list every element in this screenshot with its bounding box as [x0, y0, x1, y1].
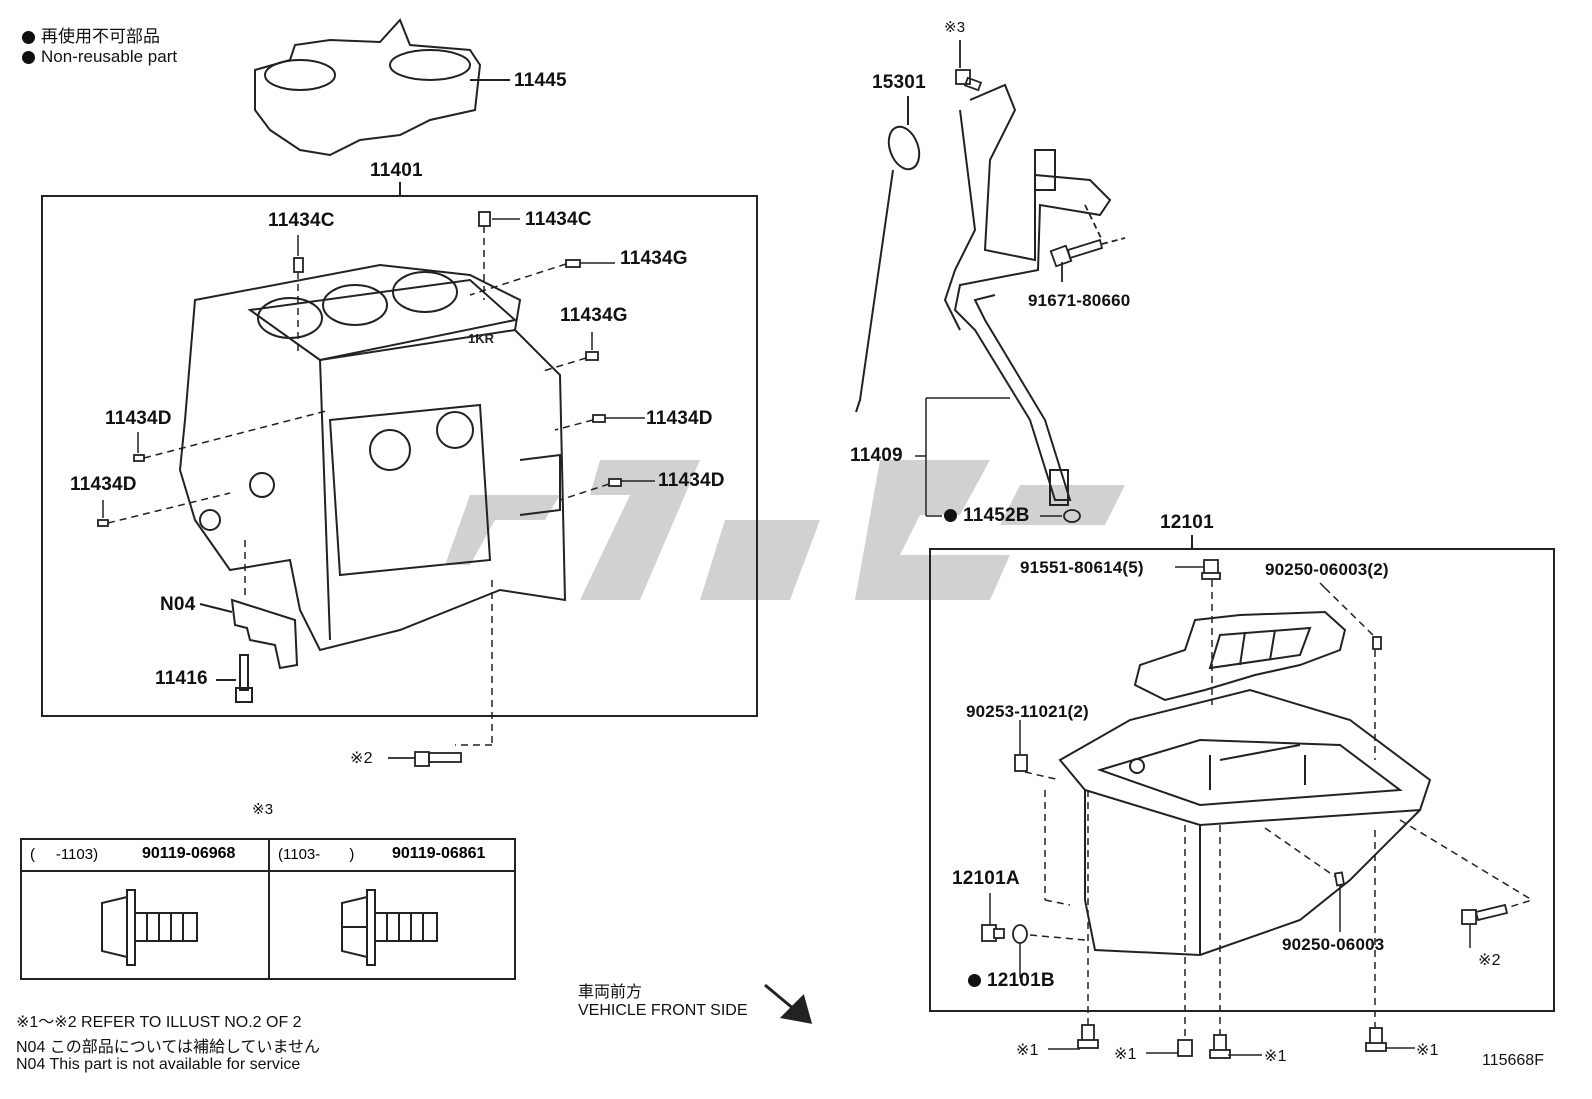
- o-ring-11452b: [1063, 509, 1081, 523]
- label-90250-06003-2[interactable]: 90250-06003(2): [1265, 560, 1389, 579]
- label-11445[interactable]: 11445: [514, 70, 567, 91]
- direction-en: VEHICLE FRONT SIDE: [578, 1002, 748, 1019]
- label-11434d-right-top[interactable]: 11434D: [646, 408, 713, 429]
- legend-jp: 再使用不可部品: [22, 22, 160, 47]
- table-right-range: (1103- ): [278, 846, 355, 863]
- non-reusable-dot-icon: [968, 974, 981, 988]
- label-12101a[interactable]: 12101A: [952, 868, 1020, 889]
- label-11452b[interactable]: 11452B: [944, 505, 1030, 527]
- table-left-part[interactable]: 90119-06968: [142, 845, 236, 862]
- hex-bolt-icon: [341, 889, 438, 966]
- label-90253-11021[interactable]: 90253-11021(2): [966, 702, 1089, 721]
- label-11434d-right-bottom[interactable]: 11434D: [658, 470, 725, 491]
- guide-lines-block: [107, 226, 610, 746]
- ref-2-block[interactable]: ※2: [350, 750, 373, 767]
- ref-2-pan[interactable]: ※2: [1478, 952, 1501, 969]
- oil-pan-frame: [929, 548, 1555, 1012]
- label-90250-06003[interactable]: 90250-06003: [1282, 935, 1385, 954]
- label-n04[interactable]: N04: [160, 594, 196, 615]
- bolt-91671: [1049, 204, 1126, 282]
- label-15301[interactable]: 15301: [872, 72, 926, 93]
- oil-pan: [1058, 688, 1432, 957]
- ref-3-table[interactable]: ※3: [252, 801, 274, 818]
- non-reusable-dot-icon: [944, 509, 957, 523]
- label-11416[interactable]: 11416: [155, 668, 208, 689]
- label-11409[interactable]: 11409: [850, 445, 903, 466]
- label-11434c-left[interactable]: 11434C: [268, 210, 335, 231]
- bolt-ref2-block: [388, 751, 462, 767]
- insulator-11445: [254, 18, 510, 157]
- flange-bolt-icon: [101, 889, 198, 966]
- label-11434c-right[interactable]: 11434C: [525, 209, 592, 230]
- bolt-ref3-top: [955, 40, 983, 92]
- baffle-plate: [1133, 610, 1347, 702]
- label-11434g-top[interactable]: 11434G: [620, 248, 688, 269]
- bolt-variant-table: ( -1103) 90119-06968 (1103- ) 90119-0686…: [20, 838, 516, 980]
- ref-1-a[interactable]: ※1: [1016, 1042, 1039, 1059]
- direction-jp: 車両前方: [578, 984, 643, 1001]
- label-91551-80614[interactable]: 91551-80614(5): [1020, 558, 1144, 577]
- label-91671-80660[interactable]: 91671-80660: [1028, 291, 1131, 310]
- leader-lines-block: [102, 218, 655, 518]
- label-11401[interactable]: 11401: [370, 160, 423, 181]
- label-11434d-left-bottom[interactable]: 11434D: [70, 474, 137, 495]
- dowel-pins: [97, 211, 622, 527]
- guide-lines-pan: [1024, 580, 1533, 1040]
- dipstick-15301: [855, 96, 921, 413]
- label-12101b[interactable]: 12101B: [968, 970, 1055, 992]
- table-right-part[interactable]: 90119-06861: [392, 845, 486, 862]
- bracket-11409: [915, 397, 1010, 517]
- filled-dot-icon: [22, 31, 35, 45]
- label-12101[interactable]: 12101: [1160, 512, 1214, 533]
- filled-dot-icon: [22, 51, 35, 65]
- ref-1-c[interactable]: ※1: [1264, 1048, 1287, 1065]
- ref-3-top[interactable]: ※3: [944, 19, 966, 36]
- table-divider: [268, 840, 270, 978]
- figure-id: 115668F: [1482, 1052, 1544, 1069]
- legend-en: Non-reusable part: [22, 47, 177, 67]
- note-refer-illust: ※1～※2 REFER TO ILLUST NO.2 OF 2: [16, 1014, 302, 1031]
- engine-mark: 1KR: [468, 331, 495, 346]
- leader-lines-pan: [989, 566, 1471, 1056]
- note-n04-jp: N04 この部品については補給していません: [16, 1039, 321, 1056]
- ref-1-d[interactable]: ※1: [1416, 1042, 1439, 1059]
- watermark: [445, 460, 1125, 600]
- note-n04-en: N04 This part is not available for servi…: [16, 1056, 301, 1073]
- oil-level-gauge-guide: [943, 83, 1112, 506]
- cylinder-block: [178, 263, 567, 652]
- bearing-cap-n04: [199, 598, 299, 703]
- direction-arrow: [764, 983, 813, 1024]
- table-left-range: ( -1103): [30, 846, 99, 863]
- ref-1-b[interactable]: ※1: [1114, 1046, 1137, 1063]
- pan-fasteners: [981, 559, 1509, 1059]
- label-11434d-left-top[interactable]: 11434D: [105, 408, 172, 429]
- label-11434g-mid[interactable]: 11434G: [560, 305, 628, 326]
